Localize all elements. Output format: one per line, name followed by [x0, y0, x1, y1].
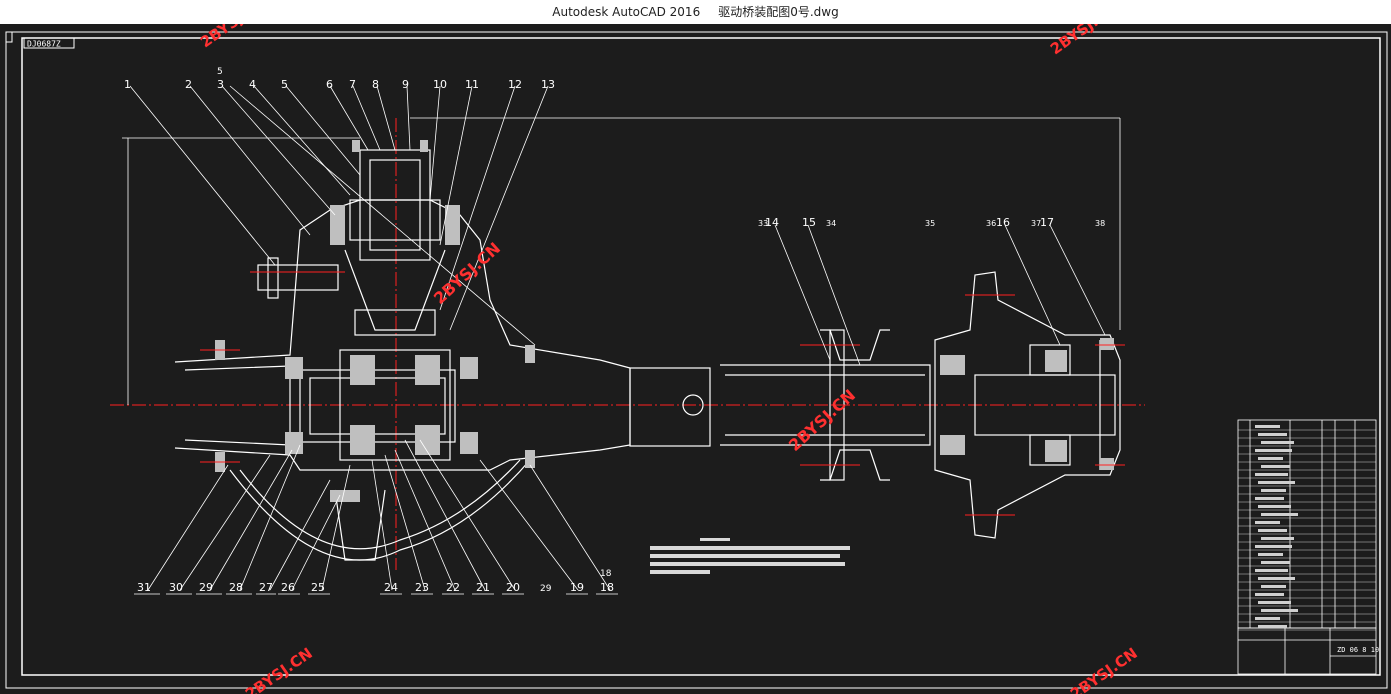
drawing-canvas[interactable]: DJ0687Z	[0, 24, 1391, 694]
part-label: 33	[758, 219, 768, 228]
parts-list-table	[1237, 419, 1377, 675]
parts-row-text	[1258, 625, 1287, 628]
part-label: 7	[349, 78, 356, 91]
parts-row-text	[1258, 481, 1295, 484]
top-part-labels: 1 2 3 4 5 6 7 8 9 10 11 12 13 5	[124, 67, 555, 91]
part-label: 36	[986, 219, 996, 228]
watermark: 2BYSJ.CN	[1047, 24, 1121, 58]
parts-row-text	[1255, 545, 1292, 548]
part-label: 34	[826, 219, 836, 228]
part-label: 18	[600, 581, 614, 594]
part-label: 10	[433, 78, 447, 91]
title-block-code: ZD 06 8 10	[1337, 646, 1379, 654]
watermark: 2BYSJ.CN	[430, 238, 504, 307]
part-label: 11	[465, 78, 479, 91]
drawing-code: DJ0687Z	[27, 40, 61, 49]
part-label: 4	[249, 78, 256, 91]
parts-row-text	[1261, 513, 1298, 516]
part-label: 28	[229, 581, 243, 594]
parts-row-text	[1255, 617, 1280, 620]
assembly-drawing: DJ0687Z	[5, 24, 1388, 694]
wheel-hub	[934, 271, 1121, 539]
part-label: 27	[259, 581, 273, 594]
parts-row-text	[1255, 593, 1284, 596]
part-label: 8	[372, 78, 379, 91]
part-label: 30	[169, 581, 183, 594]
file-name: 驱动桥装配图0号.dwg	[718, 5, 839, 19]
part-label: 20	[506, 581, 520, 594]
part-label: 24	[384, 581, 398, 594]
parts-row-text	[1255, 521, 1280, 524]
part-label: 16	[996, 216, 1010, 229]
part-label: 2	[185, 78, 192, 91]
part-label: 13	[541, 78, 555, 91]
part-label: 6	[326, 78, 333, 91]
part-label: 38	[1095, 219, 1105, 228]
half-shaft	[629, 329, 931, 481]
parts-row-text	[1261, 537, 1294, 540]
parts-row-text	[1261, 561, 1290, 564]
parts-row-text	[1255, 449, 1292, 452]
part-label: 1	[124, 78, 131, 91]
part-label: 35	[925, 219, 935, 228]
part-label: 14	[765, 216, 779, 229]
parts-row-text	[1255, 425, 1280, 428]
parts-row-text	[1258, 505, 1291, 508]
part-label: 23	[415, 581, 429, 594]
technical-notes	[650, 538, 850, 574]
parts-row-text	[1255, 497, 1284, 500]
right-part-labels: 14 15 16 17 33 34 35 36 37 38	[758, 216, 1105, 229]
parts-row-text	[1261, 465, 1290, 468]
watermark: 2BYSJ.CN	[242, 644, 316, 694]
window-title-bar: Autodesk AutoCAD 2016 驱动桥装配图0号.dwg	[0, 0, 1391, 24]
part-label: 5	[281, 78, 288, 91]
parts-row-text	[1255, 569, 1288, 572]
parts-row-text	[1258, 529, 1287, 532]
part-label: 5	[217, 67, 223, 77]
part-label: 22	[446, 581, 460, 594]
app-name: Autodesk AutoCAD 2016	[552, 5, 701, 19]
parts-row-text	[1261, 585, 1286, 588]
part-label: 21	[476, 581, 490, 594]
parts-row-text	[1255, 473, 1288, 476]
watermark: 2BYSJ.CN	[1067, 644, 1141, 694]
parts-row-text	[1261, 489, 1286, 492]
part-label: 18	[600, 569, 612, 579]
part-label: 25	[311, 581, 325, 594]
part-label: 29	[199, 581, 213, 594]
part-label: 15	[802, 216, 816, 229]
part-label: 26	[281, 581, 295, 594]
part-label: 31	[137, 581, 151, 594]
part-label: 37	[1031, 219, 1041, 228]
part-label: 9	[402, 78, 409, 91]
part-label: 17	[1040, 216, 1054, 229]
part-label: 12	[508, 78, 522, 91]
parts-row-text	[1258, 553, 1283, 556]
bottom-part-labels: 31 30 29 28 27 26 25 24 23 22 21 20 29 1…	[137, 569, 614, 594]
parts-row-text	[1261, 609, 1298, 612]
part-label: 29	[540, 584, 552, 594]
part-label: 19	[570, 581, 584, 594]
parts-row-text	[1258, 601, 1291, 604]
parts-row-text	[1258, 577, 1295, 580]
watermarks: 2BYSJ.CN 2BYSJ.CN 2BYSJ.CN 2BYSJ.CN 2BYS…	[197, 24, 1141, 694]
parts-row-text	[1258, 457, 1283, 460]
drawing-code-box	[23, 37, 75, 49]
axle-housing	[174, 149, 631, 561]
part-label: 3	[217, 78, 224, 91]
parts-row-text	[1261, 441, 1294, 444]
parts-row-text	[1258, 433, 1287, 436]
